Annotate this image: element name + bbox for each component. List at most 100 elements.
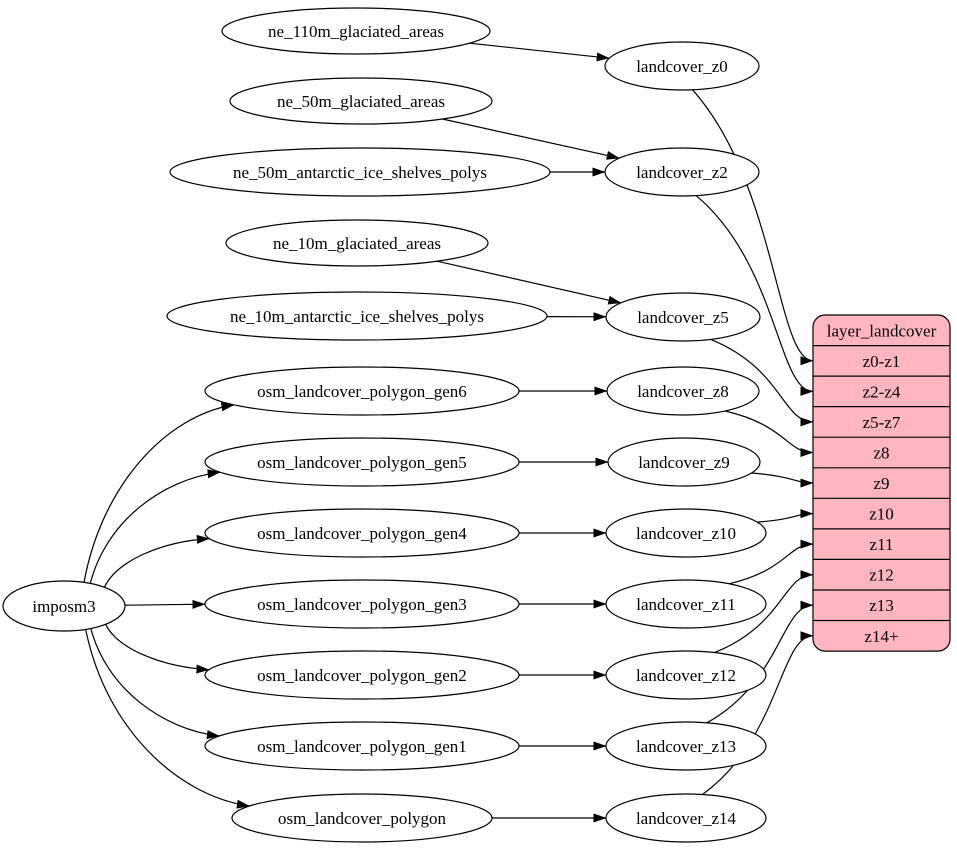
node-label-landcover_z9: landcover_z9 <box>638 453 730 472</box>
node-shape-landcover_z12 <box>605 650 767 700</box>
node-label-osm_landcover_polygon_gen6: osm_landcover_polygon_gen6 <box>257 382 467 401</box>
record-row-label-z11: z11 <box>870 535 894 554</box>
node-imposm3: imposm3 <box>2 580 126 632</box>
node-shape-ne_110m_glaciated_areas <box>221 7 491 55</box>
edge-landcover_z10--layer_landcover.z10 <box>757 509 814 523</box>
node-shape-landcover_z2 <box>604 147 760 197</box>
node-osm_landcover_polygon_gen6: osm_landcover_polygon_gen6 <box>204 366 520 416</box>
node-label-ne_110m_glaciated_areas: ne_110m_glaciated_areas <box>268 22 444 41</box>
edge-imposm3--osm_landcover_polygon_gen3 <box>124 599 206 609</box>
node-label-landcover_z13: landcover_z13 <box>636 737 736 756</box>
node-label-landcover_z5: landcover_z5 <box>637 308 729 327</box>
edge-imposm3--osm_landcover_polygon <box>85 629 250 809</box>
node-landcover_z2: landcover_z2 <box>604 147 760 197</box>
node-shape-landcover_z9 <box>607 437 761 487</box>
edge-landcover_z9--layer_landcover.z9 <box>751 472 814 488</box>
node-shape-landcover_z11 <box>605 579 767 629</box>
node-shape-osm_landcover_polygon_gen6 <box>204 366 520 416</box>
record-row-label-z5-z7: z5-z7 <box>863 413 901 432</box>
node-landcover_z0: landcover_z0 <box>604 41 760 91</box>
node-landcover_z10: landcover_z10 <box>605 508 767 558</box>
edge-ne_110m_glaciated_areas--landcover_z0 <box>469 42 610 62</box>
node-label-osm_landcover_polygon_gen5: osm_landcover_polygon_gen5 <box>257 453 467 472</box>
node-landcover_z14: landcover_z14 <box>605 793 767 843</box>
record-title: layer_landcover <box>827 321 937 340</box>
record-node-layer_landcover: layer_landcover z0-z1 z2-z4 z5-z7 z8 z9 z10 z11… <box>812 314 951 652</box>
record-row-z0-z1: z0-z1 <box>813 345 950 371</box>
node-osm_landcover_polygon_gen4: osm_landcover_polygon_gen4 <box>204 508 520 558</box>
record-title-row: layer_landcover <box>827 321 937 340</box>
record-row-z12: z12 <box>813 558 950 585</box>
node-label-osm_landcover_polygon_gen2: osm_landcover_polygon_gen2 <box>257 666 467 685</box>
nodes-layer: imposm3 ne_110m_glaciated_areas landcover_… <box>2 7 767 843</box>
record-row-label-z12: z12 <box>869 566 894 585</box>
edge-landcover_z0--layer_landcover.z0-z1 <box>692 89 814 366</box>
record-row-z10: z10 <box>813 497 950 524</box>
node-shape-landcover_z14 <box>605 793 767 843</box>
edge-landcover_z14--layer_landcover.z14+ <box>702 631 814 795</box>
node-landcover_z8: landcover_z8 <box>606 366 760 416</box>
record-row-z5-z7: z5-z7 <box>813 406 950 432</box>
node-ne_10m_glaciated_areas: ne_10m_glaciated_areas <box>225 219 489 267</box>
record-row-label-z13: z13 <box>869 596 894 615</box>
edge-imposm3--osm_landcover_polygon_gen4 <box>103 534 210 588</box>
record-row-z11: z11 <box>813 528 950 554</box>
node-ne_10m_antarctic_ice_shelves_polys: ne_10m_antarctic_ice_shelves_polys <box>166 291 548 341</box>
node-label-osm_landcover_polygon_gen3: osm_landcover_polygon_gen3 <box>257 595 467 614</box>
record-row-z14+: z14+ <box>813 619 950 646</box>
node-osm_landcover_polygon_gen3: osm_landcover_polygon_gen3 <box>204 579 520 629</box>
node-ne_50m_glaciated_areas: ne_50m_glaciated_areas <box>229 77 493 125</box>
record-row-label-z9: z9 <box>873 474 889 493</box>
node-shape-osm_landcover_polygon_gen1 <box>204 721 520 771</box>
record-row-label-z10: z10 <box>869 505 894 524</box>
node-shape-ne_50m_glaciated_areas <box>229 77 493 125</box>
record-row-z13: z13 <box>813 589 950 615</box>
node-osm_landcover_polygon_gen5: osm_landcover_polygon_gen5 <box>204 437 520 487</box>
edge-landcover_z2--layer_landcover.z2-z4 <box>695 195 814 396</box>
edge-imposm3--osm_landcover_polygon_gen6 <box>83 402 235 583</box>
edge-landcover_z5--layer_landcover.z5-z7 <box>710 338 814 427</box>
node-label-landcover_z14: landcover_z14 <box>636 809 737 828</box>
record-row-z8: z8 <box>813 436 950 463</box>
node-shape-osm_landcover_polygon_gen4 <box>204 508 520 558</box>
node-landcover_z5: landcover_z5 <box>605 292 761 342</box>
record-row-label-z0-z1: z0-z1 <box>863 352 901 371</box>
node-landcover_z11: landcover_z11 <box>605 579 767 629</box>
node-shape-ne_10m_antarctic_ice_shelves_polys <box>166 291 548 341</box>
edge-landcover_z12--layer_landcover.z12 <box>714 570 814 654</box>
node-shape-osm_landcover_polygon_gen5 <box>204 437 520 487</box>
node-label-osm_landcover_polygon: osm_landcover_polygon <box>278 809 447 828</box>
node-shape-osm_landcover_polygon_gen3 <box>204 579 520 629</box>
node-shape-landcover_z10 <box>605 508 767 558</box>
node-label-landcover_z2: landcover_z2 <box>636 163 728 182</box>
node-label-imposm3: imposm3 <box>32 597 95 616</box>
record-row-label-z14+: z14+ <box>864 627 898 646</box>
edges-layer <box>83 42 814 823</box>
node-shape-imposm3 <box>2 580 126 632</box>
node-label-landcover_z11: landcover_z11 <box>636 595 735 614</box>
node-label-landcover_z12: landcover_z12 <box>636 666 736 685</box>
node-shape-ne_50m_antarctic_ice_shelves_polys <box>169 147 551 197</box>
node-label-ne_10m_glaciated_areas: ne_10m_glaciated_areas <box>273 234 441 253</box>
edge-landcover_z11--layer_landcover.z11 <box>728 539 814 585</box>
node-osm_landcover_polygon_gen1: osm_landcover_polygon_gen1 <box>204 721 520 771</box>
edge-imposm3--osm_landcover_polygon_gen5 <box>89 469 221 584</box>
node-shape-landcover_z13 <box>605 721 767 771</box>
node-label-ne_50m_glaciated_areas: ne_50m_glaciated_areas <box>277 92 445 111</box>
record-row-label-z2-z4: z2-z4 <box>863 382 901 401</box>
edge-landcover_z13--layer_landcover.z13 <box>706 600 814 724</box>
node-shape-osm_landcover_polygon <box>231 793 493 843</box>
edge-landcover_z8--layer_landcover.z8 <box>725 410 814 457</box>
node-label-ne_50m_antarctic_ice_shelves_polys: ne_50m_antarctic_ice_shelves_polys <box>233 163 487 182</box>
node-landcover_z12: landcover_z12 <box>605 650 767 700</box>
record-layer: layer_landcover z0-z1 z2-z4 z5-z7 z8 z9 z10 z11… <box>812 314 951 652</box>
edge-imposm3--osm_landcover_polygon_gen1 <box>90 628 220 740</box>
node-shape-landcover_z0 <box>604 41 760 91</box>
record-row-label-z8: z8 <box>873 444 889 463</box>
node-label-osm_landcover_polygon_gen1: osm_landcover_polygon_gen1 <box>257 737 467 756</box>
edge-ne_50m_glaciated_areas--landcover_z2 <box>442 118 620 160</box>
node-label-landcover_z10: landcover_z10 <box>636 524 736 543</box>
record-row-z9: z9 <box>813 467 950 493</box>
